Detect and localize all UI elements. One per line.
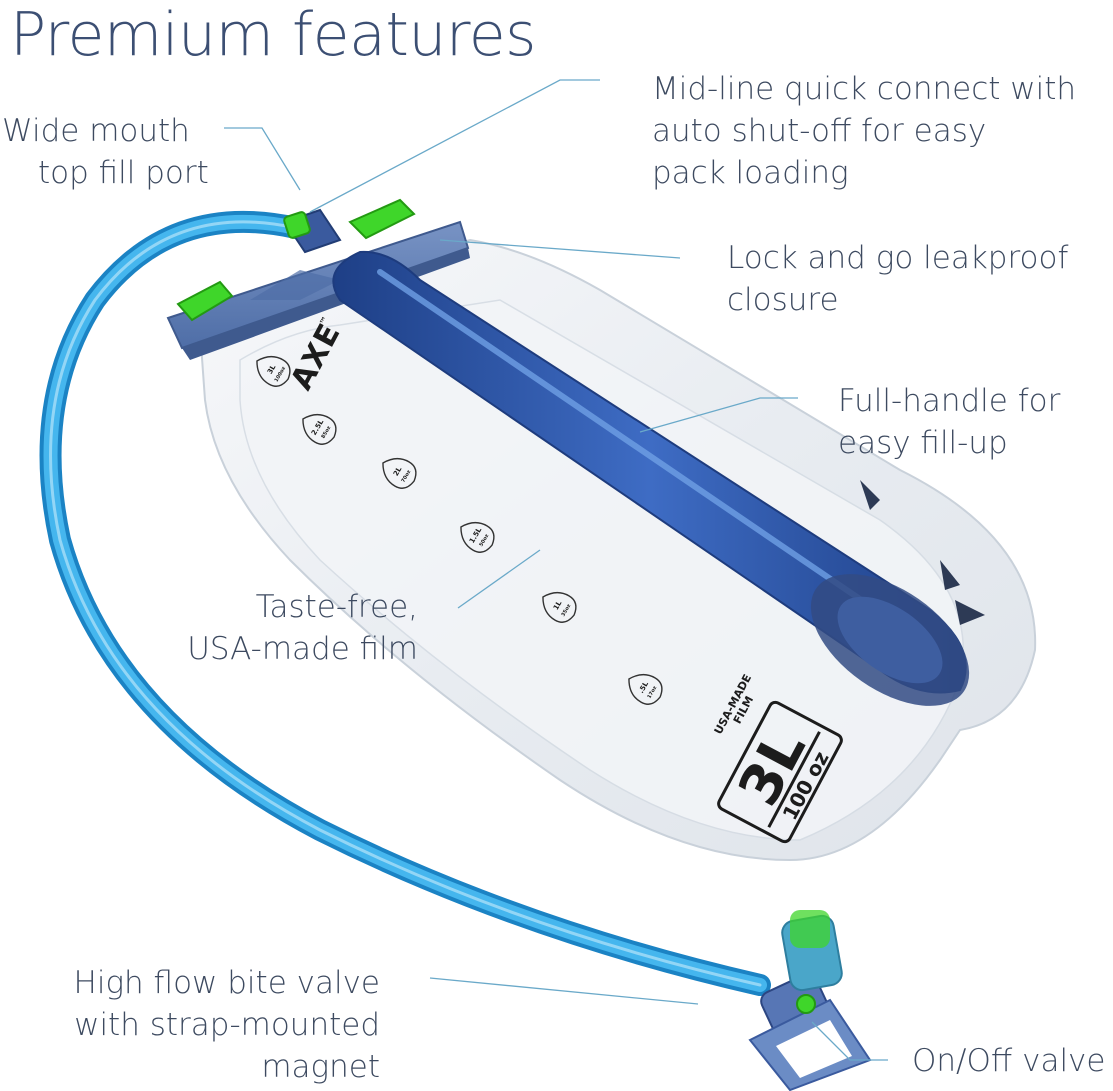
leader-lines (224, 79, 888, 1061)
feature-full-handle: Full-handle for easy fill-up (838, 383, 1061, 461)
svg-text:17oz: 17oz (646, 685, 658, 700)
marking-1l: 1L 35oz (542, 591, 577, 623)
marking-2l: 2L 70oz (382, 457, 417, 489)
svg-text:50oz: 50oz (478, 533, 490, 548)
leader-handle (639, 397, 798, 433)
svg-text:85oz: 85oz (320, 425, 332, 440)
feature-bite-valve: High flow bite valve with strap-mounted … (73, 965, 380, 1085)
svg-text:2L: 2L (392, 465, 404, 478)
closure-clip-left (176, 280, 234, 322)
leader-on-off (811, 1021, 888, 1061)
svg-text:70oz: 70oz (400, 469, 412, 484)
closure-clip-right (348, 198, 416, 240)
feature-on-off-valve: On/Off valve (912, 1043, 1106, 1079)
feature-leakproof-closure: Lock and go leakproof closure (727, 240, 1069, 318)
svg-text:™: ™ (319, 315, 332, 328)
svg-text:3L: 3L (266, 363, 278, 376)
leader-bite-valve (429, 977, 699, 1005)
feature-taste-free-film: Taste-free, USA-made film (187, 589, 418, 667)
bite-valve (748, 910, 872, 1091)
leader-quick-connect (309, 79, 600, 213)
page-title: Premium features (10, 0, 536, 70)
quick-connect (283, 208, 342, 254)
svg-text:35oz: 35oz (560, 603, 572, 618)
leader-film (457, 549, 541, 609)
full-handle (332, 250, 970, 706)
feature-quick-connect: Mid-line quick connect with auto shut-of… (652, 71, 1077, 191)
leader-wide-mouth (224, 127, 301, 191)
volume-markings: 3L 100oz 2.5L 85oz 2L 70oz 1.5L 50oz 1L … (256, 355, 663, 705)
svg-text:1L: 1L (552, 599, 564, 612)
feature-wide-mouth: Wide mouth top fill port (2, 113, 209, 191)
drink-tube (39, 211, 771, 996)
leader-leakproof (439, 239, 681, 259)
